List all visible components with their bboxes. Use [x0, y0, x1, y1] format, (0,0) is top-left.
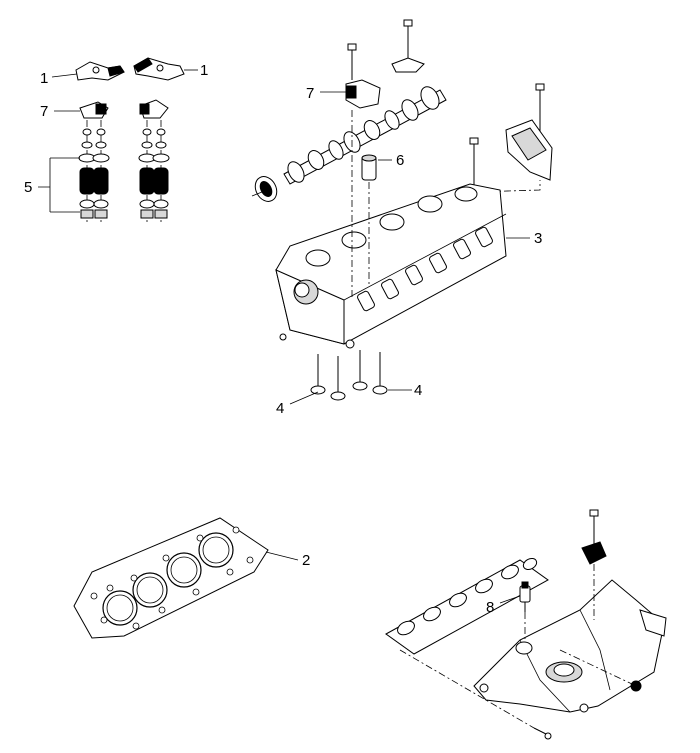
intake-manifold-gasket — [385, 557, 549, 655]
map-sensor — [581, 509, 607, 620]
long-bolt-center — [469, 137, 479, 188]
temperature-sensor-8 — [519, 581, 531, 640]
callout-5: 5 — [24, 179, 32, 196]
camshaft-seal — [254, 176, 278, 202]
manifold-nut — [559, 649, 642, 692]
intake-manifold — [473, 579, 667, 713]
rocker-arm-left — [75, 61, 125, 81]
hydraulic-lash-adjuster — [361, 154, 377, 181]
callout-8: 8 — [486, 599, 494, 616]
cylinder-head — [275, 183, 507, 349]
long-bolt-right — [535, 83, 545, 136]
bearing-cap-bolt — [347, 43, 357, 80]
dowel-pin — [279, 333, 287, 341]
callout-1-left: 1 — [40, 70, 48, 87]
head-gasket — [73, 517, 269, 639]
valves — [310, 350, 388, 401]
bearing-cap-7 — [345, 79, 381, 109]
valve-spring-stack — [78, 120, 170, 224]
bracket-housing — [505, 119, 553, 181]
callout-6: 6 — [396, 152, 404, 169]
rocker-arm-right — [133, 57, 185, 81]
callout-4-left: 4 — [276, 400, 284, 417]
camshaft — [283, 86, 447, 185]
valve-follower-right — [139, 99, 169, 119]
callout-7-right: 7 — [306, 85, 314, 102]
valve-follower-left — [79, 101, 109, 119]
thrust-cap-top — [391, 19, 425, 73]
manifold-stud — [399, 649, 552, 740]
callout-3: 3 — [534, 230, 542, 247]
callout-2: 2 — [302, 552, 310, 569]
callout-4-right: 4 — [414, 382, 422, 399]
callout-7-left: 7 — [40, 103, 48, 120]
callout-1-right: 1 — [200, 62, 208, 79]
